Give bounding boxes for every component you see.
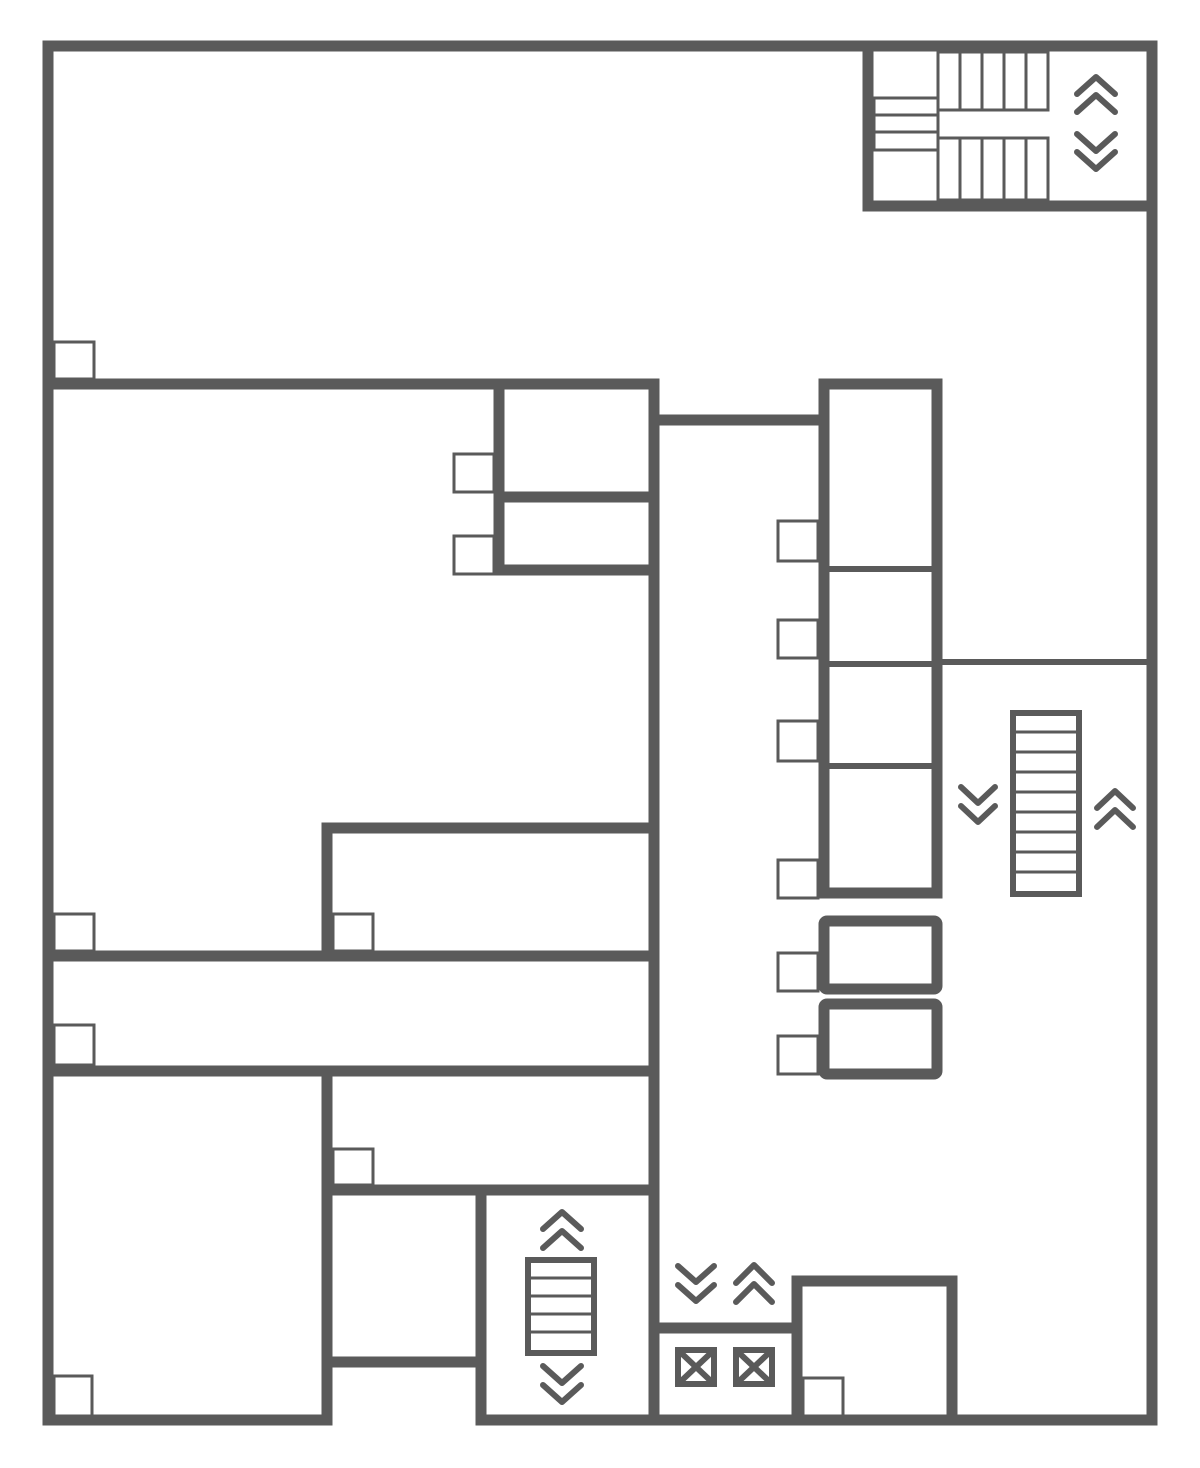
interior-walls <box>42 40 1158 1426</box>
wall-small-rooms <box>493 378 660 576</box>
double-chevron-down-icon <box>675 1263 717 1304</box>
wall-bottom-room <box>791 1275 958 1426</box>
door-marker-icon <box>52 340 96 381</box>
door-marker-icon <box>452 452 496 494</box>
door-marker-icon <box>331 912 375 953</box>
door-marker-icon <box>52 1023 96 1067</box>
door-marker-icon <box>776 858 820 900</box>
door-marker-icon <box>52 912 96 953</box>
double-chevron-up-icon <box>1074 74 1118 115</box>
door-marker-icon <box>776 1034 820 1076</box>
outer-walls <box>42 40 1158 1426</box>
door-marker-icon <box>52 1374 94 1418</box>
double-chevron-up-icon <box>733 1262 775 1305</box>
wall-room-column <box>818 378 943 899</box>
door-marker-icon <box>776 719 820 763</box>
door-marker-icon <box>776 951 820 993</box>
door-marker-icon <box>452 534 496 576</box>
door-markers <box>52 340 845 1418</box>
double-chevron-down-icon <box>540 1363 584 1405</box>
double-chevron-up-icon <box>540 1209 584 1251</box>
kiosk-lower <box>818 998 943 1080</box>
double-chevron-up-icon <box>1094 788 1136 830</box>
door-marker-icon <box>776 618 820 660</box>
elevator-icon <box>733 1347 775 1387</box>
kiosk-upper <box>818 915 943 995</box>
door-marker-icon <box>801 1376 845 1418</box>
escalator-icon <box>1010 710 1082 897</box>
door-marker-icon <box>776 519 820 563</box>
door-marker-icon <box>331 1147 375 1187</box>
double-chevron-down-icon <box>1074 131 1118 172</box>
double-chevron-down-icon <box>958 784 998 825</box>
stairs-icon <box>872 50 1050 202</box>
elevator-icon <box>675 1347 717 1387</box>
stair-room-wall <box>862 40 1158 212</box>
wall-mid-room <box>321 822 660 962</box>
escalator-icon <box>525 1257 597 1356</box>
